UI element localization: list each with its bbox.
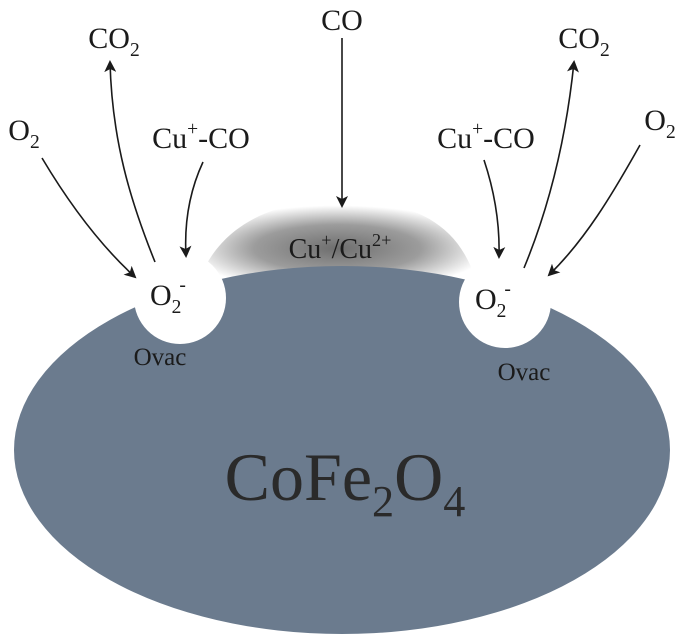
label-ovac-right: Ovac	[498, 359, 551, 386]
oxygen-vacancy-right	[459, 256, 551, 348]
label-co-top: CO	[321, 4, 363, 37]
label-cofe2o4: CoFe2O4	[225, 439, 466, 526]
oxygen-vacancy-left	[134, 252, 226, 344]
arrow-cuco-in-left	[179, 161, 204, 258]
cu-cluster-shape	[200, 200, 475, 278]
label-cu-cluster: Cu+/Cu2+	[289, 230, 392, 265]
label-superoxide-right: O2-	[475, 279, 511, 322]
arrow-co2-out-right	[523, 60, 579, 269]
label-cu-co-right: Cu+-CO	[437, 119, 535, 155]
label-co2-left: CO2	[88, 22, 139, 61]
label-cu-co-left: Cu+-CO	[152, 119, 250, 155]
label-superoxide-left: O2-	[150, 275, 186, 318]
arrow-co2-out-left	[104, 60, 156, 263]
arrow-o2-in-left	[41, 157, 137, 279]
cofe2o4-particle	[14, 266, 670, 634]
arrow-o2-in-right	[547, 144, 641, 277]
label-co2-right: CO2	[558, 22, 609, 61]
arrow-cuco-in-right	[483, 159, 506, 259]
label-ovac-left: Ovac	[134, 344, 187, 371]
label-o2-left: O2	[8, 114, 39, 153]
label-o2-right: O2	[644, 104, 675, 143]
